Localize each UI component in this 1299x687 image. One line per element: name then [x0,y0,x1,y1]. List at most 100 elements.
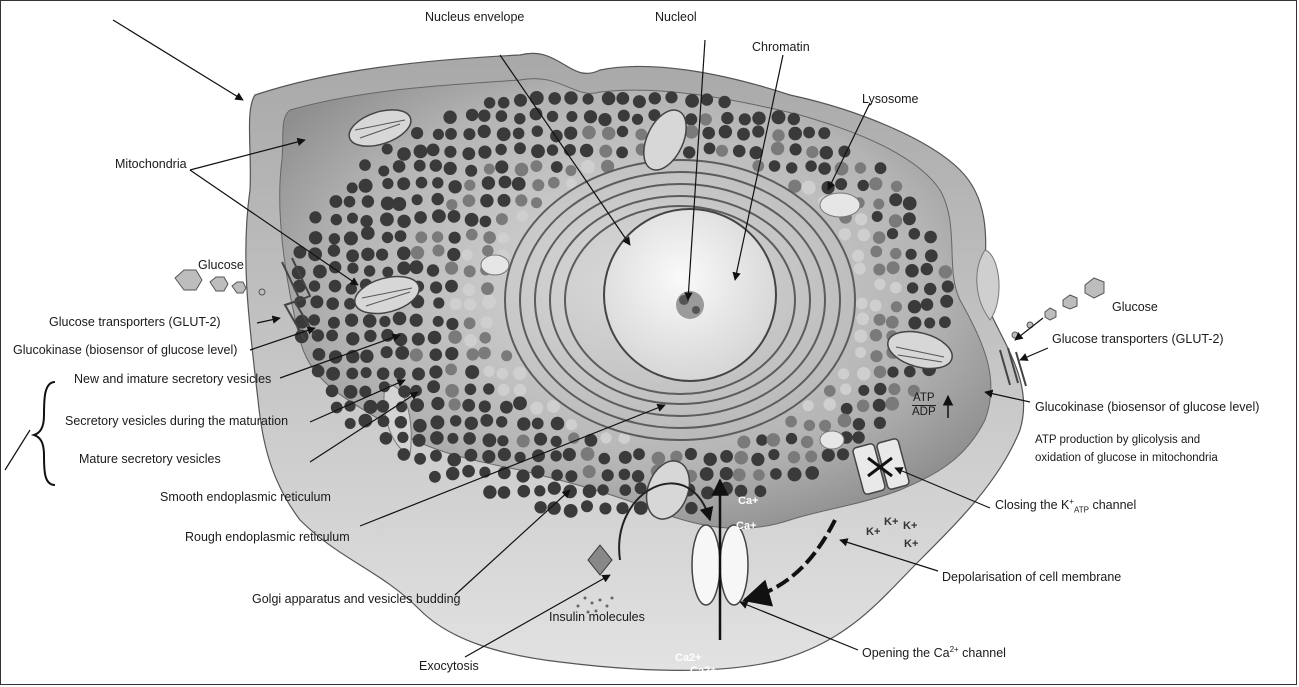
vesicle [433,129,444,140]
vesicle [295,330,309,344]
vesicle [330,195,343,208]
vesicle [495,144,506,155]
vesicle [482,450,495,463]
vesicle [903,197,917,211]
vesicle [632,470,644,482]
vesicle [377,400,390,413]
vesicle [685,502,697,514]
vesicle [346,332,359,345]
left-brace [34,382,55,485]
vesicle [788,113,800,125]
vesicle [531,465,544,478]
vesicle [312,365,325,378]
ion-ca-4: Ca2+ [690,665,717,677]
vesicle [514,113,525,124]
vesicle [822,181,835,194]
vesicle [344,231,358,245]
vesicle [309,280,320,291]
vesicle [359,179,373,193]
vesicle [514,384,527,397]
vesicle [583,94,594,105]
vesicle [855,347,866,358]
vesicle [618,110,630,122]
closing-k-text: Closing the K [995,498,1069,512]
vesicle [464,317,476,329]
vesicle [518,485,531,498]
vesicle [855,162,866,173]
vesicle [446,199,457,210]
vesicle [449,398,461,410]
vesicle [584,110,597,123]
label-nucleus-envelope: Nucleus envelope [425,10,524,25]
vesicle [392,197,406,211]
vesicle [547,400,560,413]
vesicle [428,331,442,345]
vesicle [464,298,477,311]
vesicle [379,316,390,327]
vesicle [835,178,847,190]
vesicle [482,245,493,256]
vesicle [632,114,643,125]
vesicle [820,146,833,159]
label-rough-er: Rough endoplasmic reticulum [185,530,350,545]
vesicle [599,503,611,515]
vesicle [447,433,458,444]
label-new-immature-vesicles: New and imature secretory vesicles [74,372,271,387]
vesicle [903,212,916,225]
vesicle [565,470,577,482]
vesicle [598,113,611,126]
vesicle [548,177,560,189]
vesicle [702,127,715,140]
vesicle [870,329,882,341]
vesicle [427,264,439,276]
vesicle [393,312,407,326]
vesicle [450,298,462,310]
vesicle [326,330,338,342]
vesicle [345,314,358,327]
vesicle [432,231,443,242]
vesicle [393,160,406,173]
vesicle [513,396,527,410]
vesicle [410,385,422,397]
vesicle [824,385,836,397]
vesicle [395,230,407,242]
vesicle [347,263,358,274]
vesicle [345,418,356,429]
vesicle [581,447,595,461]
vesicle [483,485,496,498]
vesicle [633,448,645,460]
vesicle [891,181,902,192]
vesicle [446,318,458,330]
vesicle [665,91,677,103]
vesicle [329,261,341,273]
vesicle [514,142,526,154]
vesicle [397,177,410,190]
vesicle [501,350,512,361]
vesicle [381,346,393,358]
vesicle [856,313,869,326]
vesicle [824,398,837,411]
vesicle [380,432,393,445]
vesicle [427,380,440,393]
vesicle [551,436,562,447]
vesicle [803,400,814,411]
vesicle [564,504,578,518]
vesicle [804,420,815,431]
vesicle [733,145,746,158]
vesicle [412,194,423,205]
vesicle [924,318,935,329]
closing-k-post: channel [1089,498,1136,512]
vesicle [361,226,375,240]
label-depolarisation: Depolarisation of cell membrane [942,570,1121,585]
vesicle [853,418,865,430]
vesicle [737,436,750,449]
vesicle [496,110,508,122]
vesicle [515,194,527,206]
vesicle [465,213,479,227]
vesicle [447,248,460,261]
vesicle [328,244,340,256]
vesicle [432,193,444,205]
vesicle [890,282,902,294]
vesicle [718,96,730,108]
vesicle [852,431,864,443]
